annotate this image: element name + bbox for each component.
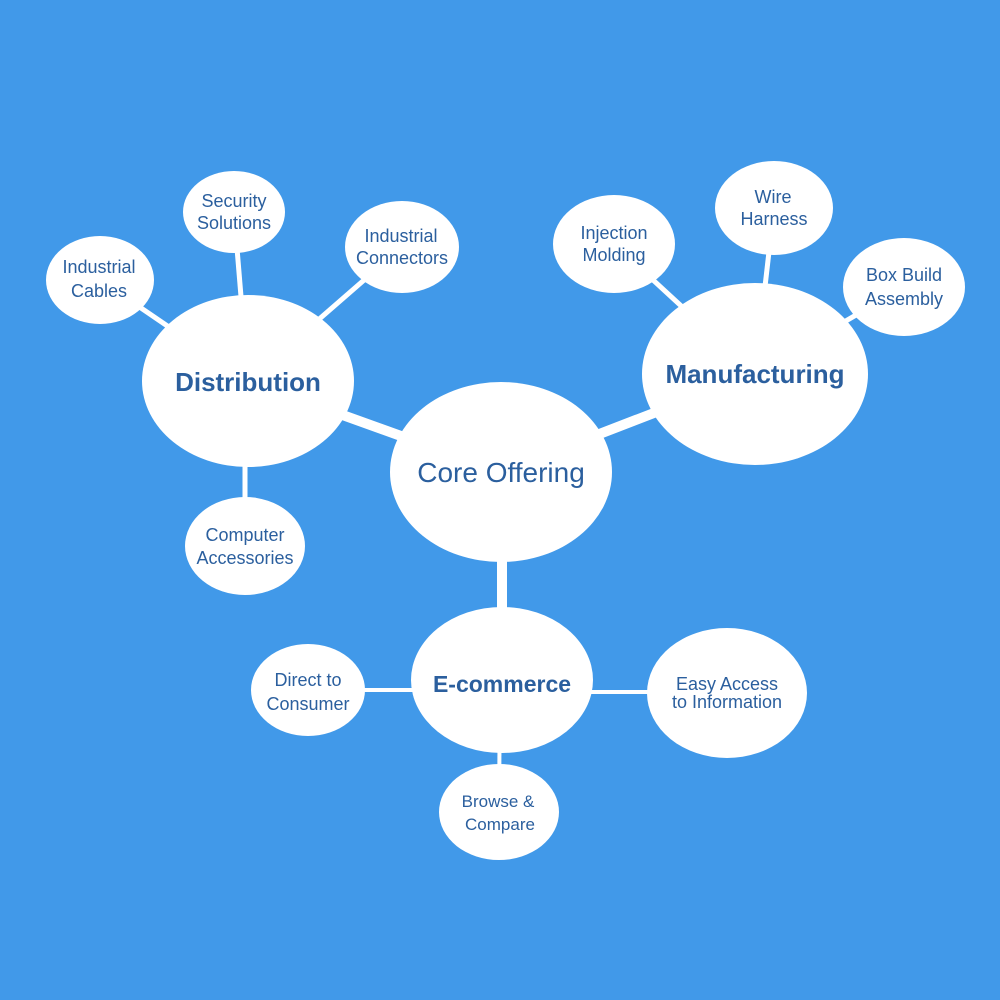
node-label: Assembly (865, 289, 943, 309)
node-browse-compare: Browse & Compare (439, 764, 559, 860)
node-wire-harness: Wire Harness (715, 161, 833, 255)
node-ecommerce: E-commerce (411, 607, 593, 753)
node-label: to Information (672, 692, 782, 712)
node-label: Computer (205, 525, 284, 545)
node-label: Security (201, 191, 266, 211)
node-label: Direct to (274, 670, 341, 690)
node-label: Wire (755, 187, 792, 207)
node-industrial-cables: Industrial Cables (46, 236, 154, 324)
node-label: Distribution (175, 367, 321, 397)
node-label: Core Offering (417, 457, 585, 488)
node-injection-molding: Injection Molding (553, 195, 675, 293)
node-computer-accessories: Computer Accessories (185, 497, 305, 595)
node-label: Cables (71, 281, 127, 301)
node-security-solutions: Security Solutions (183, 171, 285, 253)
node-label: Box Build (866, 265, 942, 285)
node-label: Browse & (462, 792, 535, 811)
node-label: Industrial (364, 226, 437, 246)
node-direct-to-consumer: Direct to Consumer (251, 644, 365, 736)
node-label: Manufacturing (665, 359, 844, 389)
node-label: Solutions (197, 213, 271, 233)
node-core-offering: Core Offering (390, 382, 612, 562)
node-label: Easy Access (676, 674, 778, 694)
node-label: Accessories (196, 548, 293, 568)
node-manufacturing: Manufacturing (642, 283, 868, 465)
node-label: Industrial (62, 257, 135, 277)
node-distribution: Distribution (142, 295, 354, 467)
node-label: Injection (580, 223, 647, 243)
node-label: Molding (582, 245, 645, 265)
node-label: E-commerce (433, 671, 571, 697)
node-label: Compare (465, 815, 535, 834)
node-label: Connectors (356, 248, 448, 268)
node-label: Harness (740, 209, 807, 229)
node-box-build-assembly: Box Build Assembly (843, 238, 965, 336)
node-label: Consumer (266, 694, 349, 714)
node-industrial-connectors: Industrial Connectors (345, 201, 459, 293)
node-easy-access-to-information: Easy Access to Information (647, 628, 807, 758)
